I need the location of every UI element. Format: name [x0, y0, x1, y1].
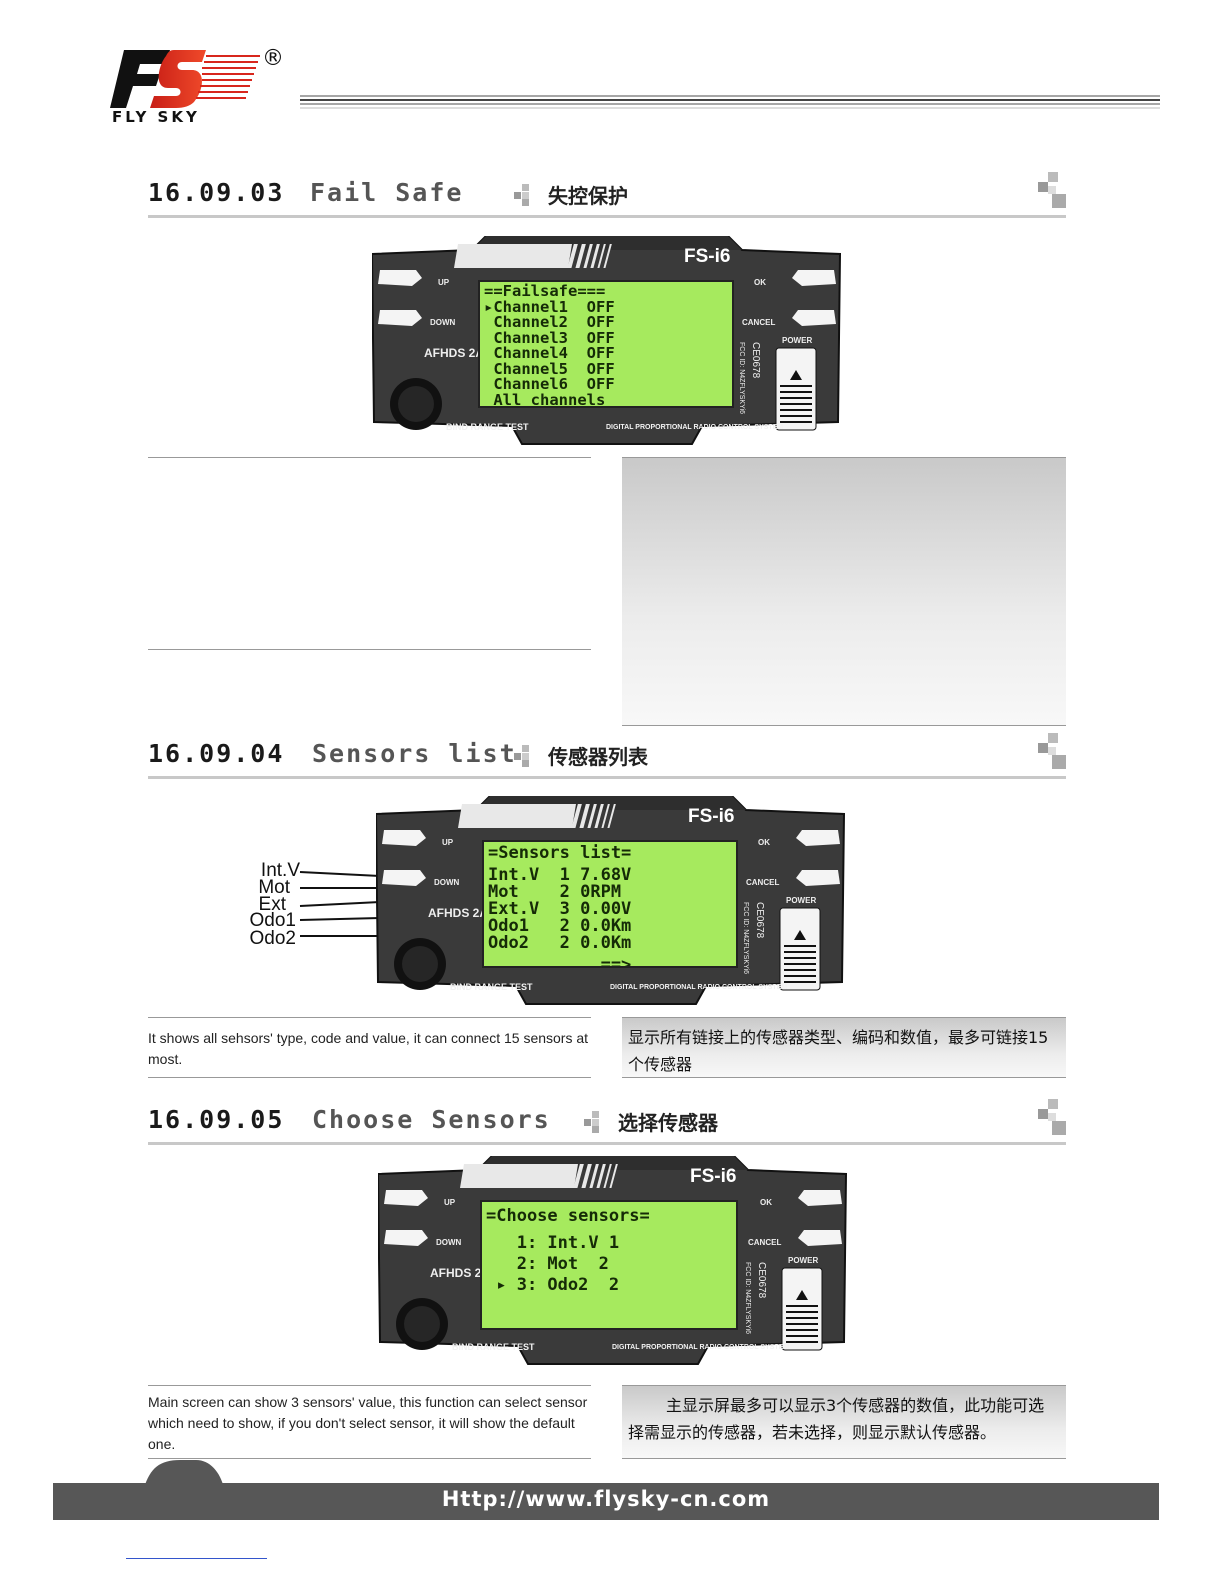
afhds-label: AFHDS 2A — [430, 1266, 491, 1280]
section-heading-sensors-list: 16.09.04 Sensors list 传感器列表 — [148, 733, 1066, 779]
lcd-row[interactable]: Channel2 OFF — [484, 313, 615, 331]
power-label: POWER — [786, 896, 817, 905]
cert-label: CE0678 — [756, 1262, 767, 1299]
lcd-row: Mot 2 0RPM — [488, 882, 622, 902]
ok-label: OK — [754, 278, 766, 287]
lcd-row[interactable]: 2: Mot 2 — [486, 1254, 609, 1274]
cert-label: CE0678 — [750, 342, 761, 379]
system-label: DIGITAL PROPORTIONAL RADIO CONTROL SYSTE… — [606, 424, 784, 431]
afhds-label: AFHDS 2A — [424, 346, 485, 360]
footer-underline — [126, 1558, 267, 1559]
lcd-row: Int.V 1 7.68V — [488, 865, 632, 885]
flysky-logo — [110, 46, 290, 126]
transmitter-device: FS-i6 UP DOWN OK CANCEL POWER AFHDS 2A C… — [376, 796, 846, 1008]
logo-caption: FLY SKY — [112, 108, 200, 126]
footer-url-link[interactable]: Http://www.flysky-cn.com — [441, 1487, 771, 1511]
registered-mark: ® — [262, 46, 284, 71]
section-title-cn: 失控保护 — [548, 184, 628, 208]
fs-logo-mark — [110, 50, 260, 108]
callout-label: Mot — [258, 877, 290, 898]
lcd-row: ==Failsafe=== — [484, 282, 606, 300]
description-en — [148, 457, 591, 650]
section-title: Choose Sensors — [312, 1105, 551, 1134]
squares-icon — [514, 745, 529, 767]
description-cn — [622, 457, 1066, 726]
section-heading-fail-safe: 16.09.03 Fail Safe 失控保护 — [148, 172, 1066, 218]
lcd-row: Odo1 2 0.0Km — [488, 916, 632, 936]
bind-label: BIND RANGE TEST — [450, 982, 533, 992]
callout-label: Ext — [258, 894, 286, 915]
callout-label: Odo2 — [249, 928, 296, 949]
down-label: DOWN — [430, 318, 456, 327]
lcd-row: =Choose sensors= — [486, 1206, 650, 1226]
fcc-label: FCC ID: N4ZFLYSKYi6 — [744, 1262, 751, 1334]
lcd-row: Odo2 2 0.0Km — [488, 933, 632, 953]
lcd-row[interactable]: ▸ 3: Odo2 2 — [486, 1275, 620, 1295]
fcc-label: FCC ID: N4ZFLYSKYi6 — [742, 902, 749, 974]
lcd-row: =Sensors list= — [488, 843, 632, 863]
lcd-row[interactable]: Channel5 OFF — [484, 359, 615, 378]
lcd-row[interactable]: 1: Int.V 1 — [486, 1233, 620, 1253]
section-title-cn: 选择传感器 — [618, 1111, 718, 1135]
cert-label: CE0678 — [754, 902, 765, 939]
system-label: DIGITAL PROPORTIONAL RADIO CONTROL SYSTE… — [610, 984, 788, 991]
footer-bar — [53, 1483, 1159, 1520]
lcd-screen: =Choose sensors= 1: Int.V 1 2: Mot 2 ▸ 3… — [480, 1200, 738, 1330]
section-title: Sensors list — [312, 739, 517, 768]
header-rule — [300, 95, 1160, 109]
fcc-label: FCC ID: N4ZFLYSKYi6 — [738, 342, 745, 414]
power-label: POWER — [788, 1256, 819, 1265]
up-label: UP — [442, 838, 454, 847]
callout-label: Int.V — [260, 860, 300, 881]
callout-lines — [299, 871, 380, 937]
section-number: 16.09.05 — [148, 1105, 285, 1134]
transmitter-device: FS-i6 UP DOWN OK CANCEL POWER AFHDS 2A C… — [378, 1156, 848, 1368]
transmitter-device: FS-i6 UP DOWN OK CANCEL POWER AFHDS 2A C… — [372, 236, 842, 448]
squares-corner-icon — [1038, 172, 1066, 208]
description-en: It shows all sehsors' type, code and val… — [148, 1017, 591, 1078]
section-title: Fail Safe — [310, 178, 464, 207]
device-model: FS-i6 — [688, 806, 735, 827]
section-number: 16.09.03 — [148, 178, 285, 207]
section-title-cn: 传感器列表 — [548, 745, 648, 769]
description-cn: 显示所有链接上的传感器类型、编码和数值，最多可链接15个传感器 — [622, 1017, 1066, 1078]
lcd-row[interactable]: All channels — [484, 390, 606, 408]
up-label: UP — [444, 1198, 456, 1207]
cancel-label: CANCEL — [748, 1238, 782, 1247]
lcd-row[interactable]: ▸Channel1 OFF — [484, 297, 615, 316]
lcd-next-arrow[interactable]: ==> — [488, 955, 632, 968]
callout-label: Odo1 — [249, 910, 296, 931]
section-heading-choose-sensors: 16.09.05 Choose Sensors 选择传感器 — [148, 1099, 1066, 1145]
lcd-row: Ext.V 3 0.00V — [488, 899, 632, 919]
device-model: FS-i6 — [690, 1166, 737, 1187]
down-label: DOWN — [436, 1238, 462, 1247]
device-model: FS-i6 — [684, 246, 731, 267]
ok-label: OK — [758, 838, 770, 847]
description-en: Main screen can show 3 sensors' value, t… — [148, 1385, 591, 1459]
squares-corner-icon — [1038, 733, 1066, 769]
lcd-screen: =Sensors list= Int.V 1 7.68V Mot 2 0RPM … — [482, 840, 738, 968]
power-label: POWER — [782, 336, 813, 345]
bind-label: BIND RANGE TEST — [446, 422, 529, 432]
up-label: UP — [438, 278, 450, 287]
lcd-row[interactable]: Channel6 OFF — [484, 375, 615, 393]
system-label: DIGITAL PROPORTIONAL RADIO CONTROL SYSTE… — [612, 1344, 790, 1351]
cancel-label: CANCEL — [746, 878, 780, 887]
down-label: DOWN — [434, 878, 460, 887]
afhds-label: AFHDS 2A — [428, 906, 489, 920]
cancel-label: CANCEL — [742, 318, 776, 327]
bind-label: BIND RANGE TEST — [452, 1342, 535, 1352]
squares-icon — [584, 1111, 599, 1133]
section-number: 16.09.04 — [148, 739, 285, 768]
lcd-row[interactable]: Channel4 OFF — [484, 344, 615, 362]
squares-icon — [514, 184, 529, 206]
description-cn: 主显示屏最多可以显示3个传感器的数值，此功能可选择需显示的传感器，若未选择，则显… — [622, 1385, 1066, 1459]
lcd-row[interactable]: Channel3 OFF — [484, 328, 615, 347]
ok-label: OK — [760, 1198, 772, 1207]
squares-corner-icon — [1038, 1099, 1066, 1135]
lcd-screen: ==Failsafe=== ▸Channel1 OFF Channel2 OFF… — [478, 280, 734, 408]
footer-tab — [144, 1460, 224, 1488]
